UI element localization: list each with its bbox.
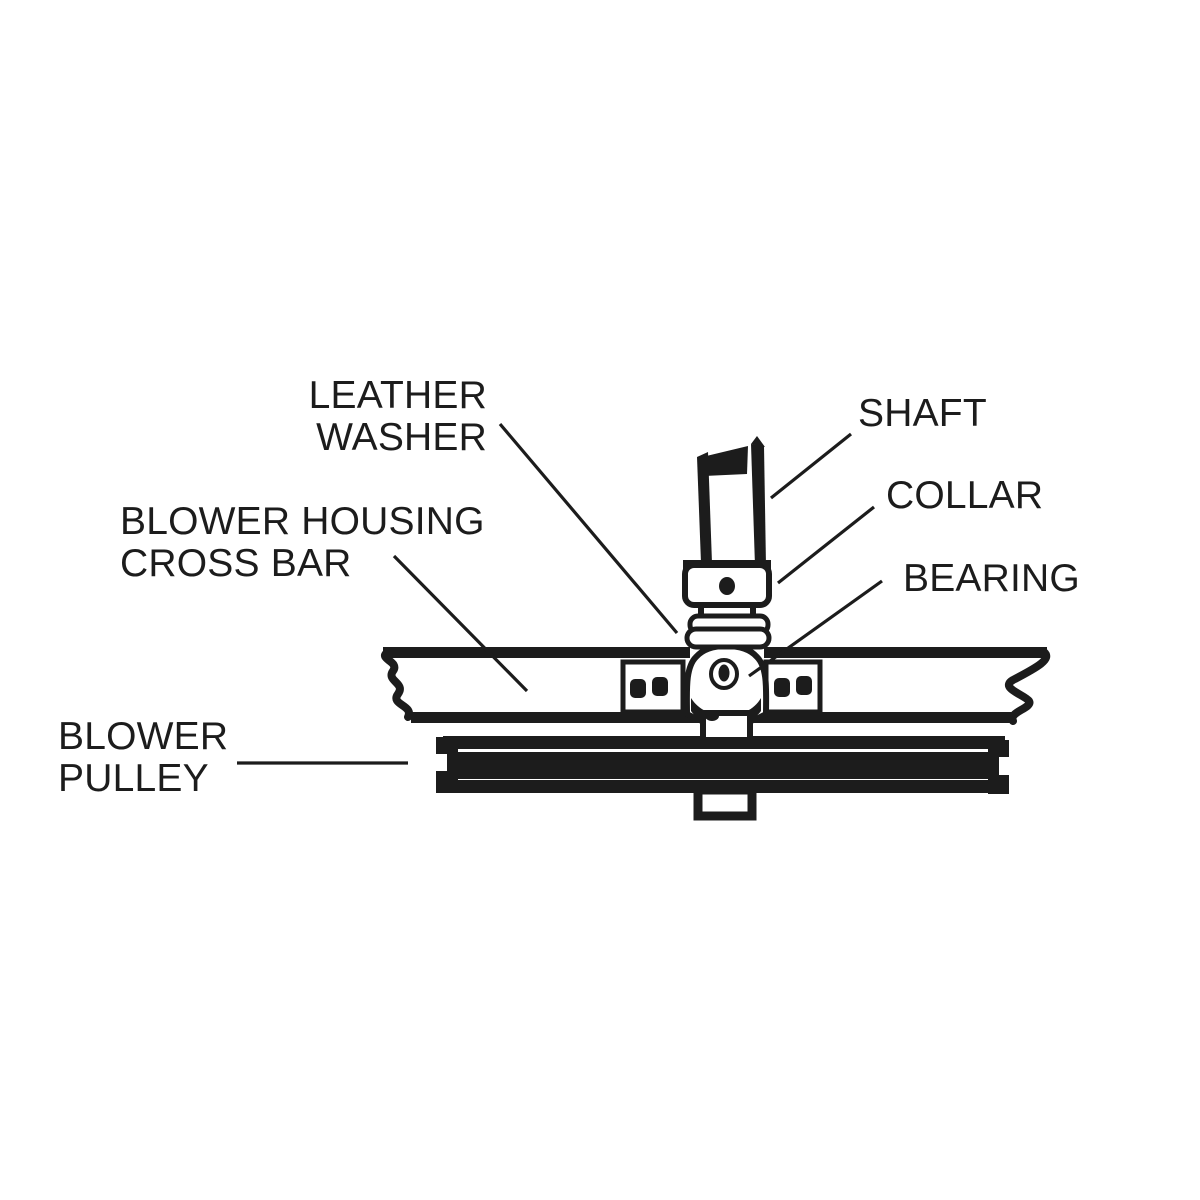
bearing-leader-line bbox=[748, 579, 883, 678]
blower-pulley-label-line2: PULLEY bbox=[58, 757, 209, 800]
flange-bolt bbox=[630, 679, 646, 698]
shaft-top-cap bbox=[698, 446, 748, 476]
leather-washer-leader-line bbox=[498, 422, 679, 635]
leather-washer-ring-lower bbox=[684, 626, 772, 650]
flange-bolt bbox=[652, 677, 668, 696]
pulley-right-notch bbox=[999, 757, 1012, 775]
blower-housing-cross-bar-label: BLOWER HOUSING CROSS BAR bbox=[120, 501, 485, 585]
collar-drawing bbox=[682, 560, 772, 608]
shaft-leader-line bbox=[770, 432, 852, 500]
blower-pulley-label: BLOWER PULLEY bbox=[58, 716, 228, 800]
flange-bolt bbox=[774, 678, 790, 697]
collar-label: COLLAR bbox=[886, 474, 1044, 517]
cross-bar-bottom-edge-left bbox=[411, 712, 703, 723]
collar-leader-line bbox=[777, 505, 875, 585]
blower-pulley-label-line1: BLOWER bbox=[58, 715, 229, 758]
leather-washer-label-line2: WASHER bbox=[316, 416, 487, 459]
shaft-right-edge bbox=[751, 444, 766, 566]
cross-bar-leader-line bbox=[392, 554, 529, 693]
leather-washer-drawing bbox=[684, 613, 772, 650]
blower-housing-cross-bar-label-line2: CROSS BAR bbox=[120, 542, 352, 585]
boss-grease-dot bbox=[705, 711, 719, 721]
pulley-shaft-stub bbox=[693, 785, 757, 821]
cross-bar-top-edge-right bbox=[764, 647, 1047, 658]
leather-washer-label-line1: LEATHER bbox=[308, 374, 487, 417]
leather-washer-label: LEATHER WASHER bbox=[309, 375, 487, 459]
bearing-label: BEARING bbox=[903, 557, 1080, 600]
cross-bar-bottom-edge-right bbox=[752, 712, 1012, 723]
pulley-belt-groove bbox=[448, 752, 1004, 779]
blower-housing-cross-bar-label-line1: BLOWER HOUSING bbox=[120, 500, 485, 543]
shaft-left-edge bbox=[697, 452, 712, 563]
shaft-top-peak bbox=[751, 436, 765, 447]
bearing-flanges bbox=[620, 659, 823, 715]
shaft-drawing bbox=[697, 436, 766, 566]
bearing-drawing bbox=[683, 642, 770, 743]
bearing-center-dot bbox=[718, 664, 730, 682]
shaft-label: SHAFT bbox=[858, 392, 987, 435]
cross-bar-broken-end-left bbox=[381, 648, 413, 721]
leader-lines bbox=[237, 422, 883, 765]
cross-bar-drawing bbox=[381, 647, 1051, 725]
blower-pulley-drawing bbox=[432, 736, 1012, 794]
cross-bar-broken-end-right bbox=[1005, 648, 1051, 725]
bearing-bore-ring bbox=[709, 658, 739, 690]
flange-bolt bbox=[796, 676, 812, 695]
cross-bar-top-edge-left bbox=[383, 647, 690, 658]
pulley-bottom-rim bbox=[441, 780, 1006, 793]
collar-set-screw bbox=[719, 577, 735, 595]
pulley-left-notch bbox=[432, 754, 447, 771]
